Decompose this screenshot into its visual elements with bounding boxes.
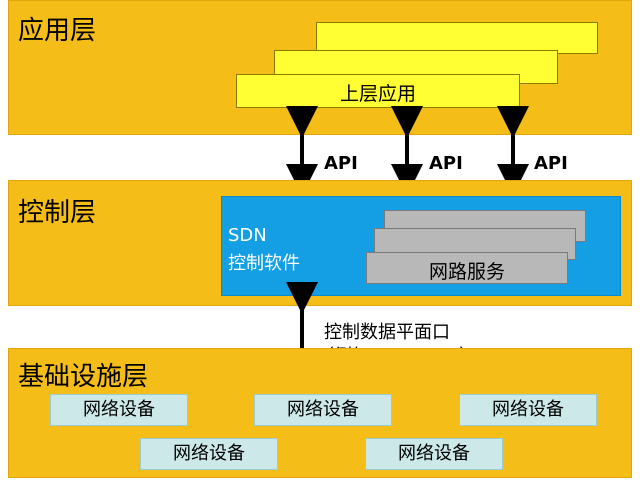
service-box-front: 网路服务 (366, 252, 568, 284)
control-layer-title: 控制层 (18, 198, 97, 228)
network-service-label: 网路服务 (428, 261, 505, 283)
interface-text-line1: 控制数据平面口 (324, 322, 450, 343)
app-box-front: 上层应用 (236, 74, 520, 108)
network-device-5: 网络设备 (365, 438, 503, 470)
application-layer-title: 应用层 (18, 16, 97, 46)
network-device-4: 网络设备 (140, 438, 278, 470)
api-label-1: API (324, 153, 358, 174)
sdn-text-line2: 控制软件 (228, 253, 300, 274)
infrastructure-layer-title: 基础设施层 (18, 362, 149, 392)
api-label-2: API (429, 153, 463, 174)
network-device-2: 网络设备 (254, 394, 392, 426)
network-device-3: 网络设备 (459, 394, 597, 426)
api-label-3: API (534, 153, 568, 174)
sdn-text-line1: SDN (228, 225, 267, 246)
app-box-label: 上层应用 (339, 83, 416, 105)
network-device-1: 网络设备 (50, 394, 188, 426)
